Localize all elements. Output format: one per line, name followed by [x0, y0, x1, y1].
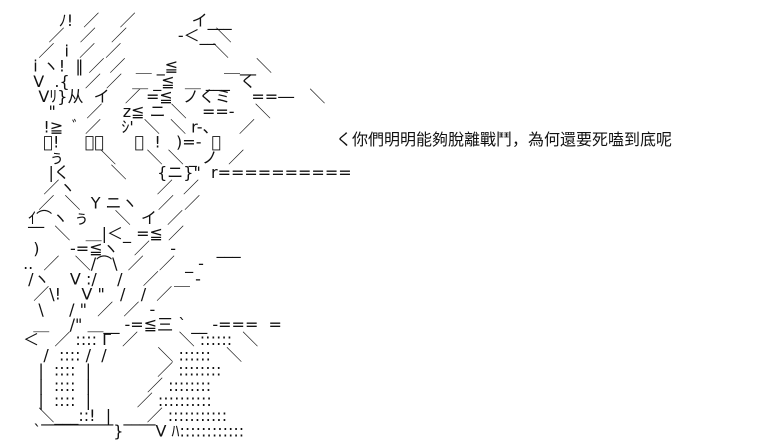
ascii-art-line: |く ＼ {ニ}" r==========: [18, 163, 352, 182]
ascii-art-line: !≧ ﾞ ／ ｼ' ＼ ＼ r-、 ／: [18, 117, 255, 136]
ascii-art-line: ／ヽ ／ ／: [18, 178, 199, 197]
ascii-art-line: .. ／ ＼/⌒\ ／ ／ _ ‐: [18, 254, 204, 274]
ascii-art-line: | :::: | ／ ::::::::: [18, 376, 211, 395]
ascii-art-line: `‾‾‾‾‾‾‾‾‾}‾‾‾‾V ﾊ::::::::::::: [18, 421, 244, 440]
ascii-art-line: V .{ ／ ／ ＿ _≦ ＿ ___ く: [18, 72, 256, 92]
ascii-art-line: ｲ⌒ヽ ぅ ＼ イ ／: [18, 209, 183, 228]
ascii-art-line: ‾‾ ＼ ＿|＜_ =≦ ／: [18, 224, 184, 244]
ascii-art-line: ﾉ! ／ ／ イ___: [18, 11, 233, 31]
ascii-art-line: ／ ／ ／ ‐＜__＼: [18, 26, 232, 46]
ascii-art-line: " ／ z≦ ニ ＼ ==- ＼: [18, 102, 271, 121]
ascii-art-line: ＼___::! | ／ :::::::::::: [18, 406, 227, 426]
ascii-art-line: i ヽ! ‖ ／ ／ ＿ _≦ ＿__＼: [18, 57, 272, 77]
ascii-art-line: \ / " ／ ／ ‐: [18, 300, 155, 319]
ascii-art-line: / :::: / / ＼ :::::: ＼: [18, 345, 242, 364]
ascii-art-line: | :::: | ／ ::::::::::: [18, 391, 212, 410]
ascii-art-line: ／\! V " / / ／: [18, 285, 172, 304]
ascii-art-line: Vﾘ}从 イ ／ =≦ ノくミ ==― ＼: [18, 87, 325, 106]
ascii-art-line: | :::: | ／ ::::::::: [18, 361, 221, 380]
ascii-art-line: ／ i ／ ／ ＼: [18, 41, 229, 60]
ascii-art-line: ) -=≦ヽ ／ ‐ ___: [18, 239, 242, 259]
ascii-art-line: ／ ＼ Y ニヽ ／ ／: [18, 193, 200, 212]
ascii-art-line: ＜ ／ :::: Г ／ ＼ :::::: ＼: [18, 330, 258, 349]
ascii-art-line: ＿ /" ＿__ -=≦三 ` __ -=== =: [18, 315, 282, 335]
ascii-art-line: ぅ ＼ ＼ ＼ _ ノ ／: [18, 148, 244, 168]
ascii-art-line: /ヽ V :/ / ／ ＿ ‐: [18, 269, 201, 288]
dialogue-text: く你們明明能夠脫離戰鬥，為何還要死嗑到底呢: [336, 130, 673, 149]
ascii-art-line: ﾞ! ＼＼ ＼ ! )=- ／: [18, 133, 221, 152]
